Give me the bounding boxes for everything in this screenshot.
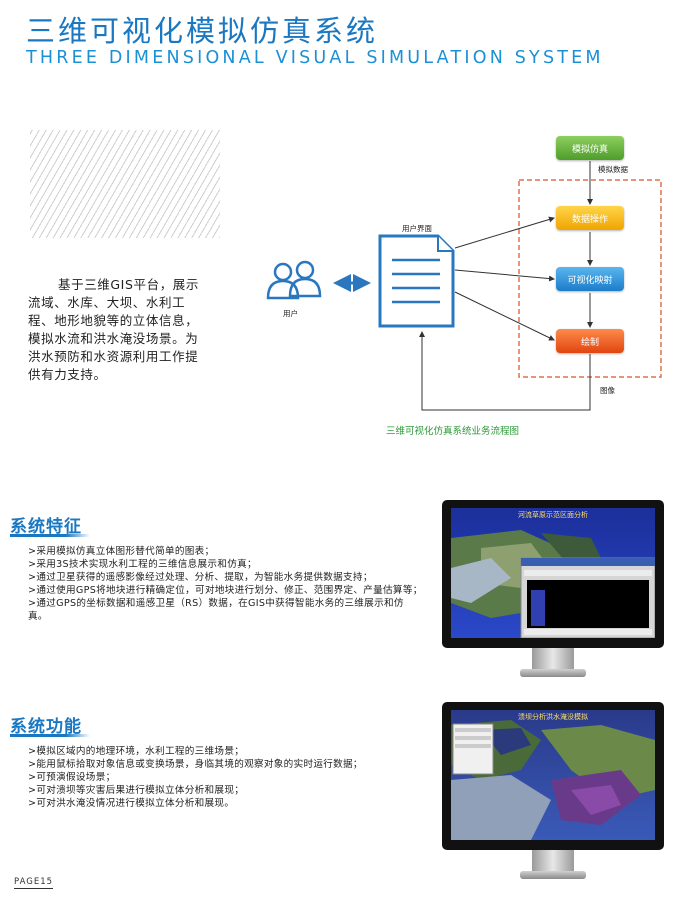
- monitor-screen: 溃坝分析洪水淹没模拟: [451, 710, 655, 840]
- flowchart-lines: [266, 161, 662, 411]
- screen-title: 河流草原示范区面分析: [518, 511, 588, 519]
- intro-paragraph: 基于三维GIS平台，展示 流域、水库、大坝、水利工 程、地形地貌等的立体信息， …: [28, 276, 224, 384]
- page-subtitle: THREE DIMENSIONAL VISUAL SIMULATION SYST…: [26, 48, 604, 68]
- features-heading: 系统特征: [10, 517, 82, 537]
- list-item: >可预演假设场景；: [28, 772, 116, 783]
- monitor-base: [520, 871, 586, 879]
- list-item: >可对溃坝等灾害后果进行模拟立体分析和展现；: [28, 785, 245, 796]
- flood-render: [451, 720, 655, 840]
- hatch-decoration: [30, 130, 220, 238]
- intro-line: 供有力支持。: [28, 367, 107, 382]
- list-item: >采用3S技术实现水利工程的三维信息展示和仿真；: [28, 559, 257, 570]
- flow-box-data-operation: 数据操作: [556, 206, 624, 230]
- intro-line: 流域、水库、大坝、水利工: [28, 295, 186, 310]
- screen-title: 溃坝分析洪水淹没模拟: [518, 713, 588, 721]
- monitor-frame: 溃坝分析洪水淹没模拟: [442, 702, 664, 850]
- user-label: 用户: [283, 309, 298, 318]
- list-item: >可对洪水淹没情况进行模拟立体分析和展现。: [28, 798, 235, 809]
- features-list: >采用模拟仿真立体图形替代简单的图表； >采用3S技术实现水利工程的三维信息展示…: [28, 545, 423, 623]
- functions-heading: 系统功能: [10, 717, 82, 737]
- monitor-neck: [532, 850, 574, 872]
- flow-box-render: 绘制: [556, 329, 624, 353]
- monitor-features: 河流草原示范区面分析: [442, 500, 664, 680]
- sim-data-label: 模拟数据: [598, 165, 628, 174]
- ui-label: 用户界面: [402, 224, 432, 233]
- list-item: >采用模拟仿真立体图形替代简单的图表；: [28, 546, 215, 557]
- monitor-frame: 河流草原示范区面分析: [442, 500, 664, 648]
- flowchart-caption: 三维可视化仿真系统业务流程图: [386, 426, 520, 437]
- intro-line: 洪水预防和水资源利用工作提: [28, 349, 199, 364]
- users-icon: [266, 260, 322, 300]
- monitor-screen: 河流草原示范区面分析: [451, 508, 655, 638]
- document-icon: [378, 234, 455, 328]
- page-title: 三维可视化模拟仿真系统: [26, 14, 379, 48]
- list-item: >通过使用GPS将地块进行精确定位，可对地块进行划分、修正、范围界定、产量估算等…: [28, 585, 423, 596]
- business-flowchart: 模拟仿真 模拟数据 数据操作 可视化映射 绘制 图像 用户界面 用户: [250, 130, 670, 430]
- features-underline: [10, 534, 90, 537]
- image-label: 图像: [600, 386, 615, 395]
- intro-line: 程、地形地貌等的立体信息，: [28, 313, 199, 328]
- monitor-functions: 溃坝分析洪水淹没模拟: [442, 702, 664, 882]
- flow-box-simulation: 模拟仿真: [556, 136, 624, 160]
- flow-box-visual-mapping: 可视化映射: [556, 267, 624, 291]
- list-item: >模拟区域内的地理环境，水利工程的三维场景；: [28, 746, 245, 757]
- monitor-base: [520, 669, 586, 677]
- page-number: PAGE15: [14, 877, 54, 889]
- list-item: >通过GPS的坐标数据和遥感卫星（RS）数据，在GIS中获得智能水务的三维展示和…: [28, 598, 404, 622]
- terrain-render: [451, 530, 655, 638]
- list-item: >能用鼠标拾取对象信息或变换场景，身临其境的观察对象的实时运行数据；: [28, 759, 363, 770]
- intro-line: 模拟水流和洪水淹没场景。为: [28, 331, 199, 346]
- functions-list: >模拟区域内的地理环境，水利工程的三维场景； >能用鼠标拾取对象信息或变换场景，…: [28, 745, 423, 810]
- intro-line: 基于三维GIS平台，展示: [58, 277, 200, 292]
- functions-underline: [10, 734, 90, 737]
- list-item: >通过卫星获得的遥感影像经过处理、分析、提取，为智能水务提供数据支持；: [28, 572, 373, 583]
- monitor-neck: [532, 648, 574, 670]
